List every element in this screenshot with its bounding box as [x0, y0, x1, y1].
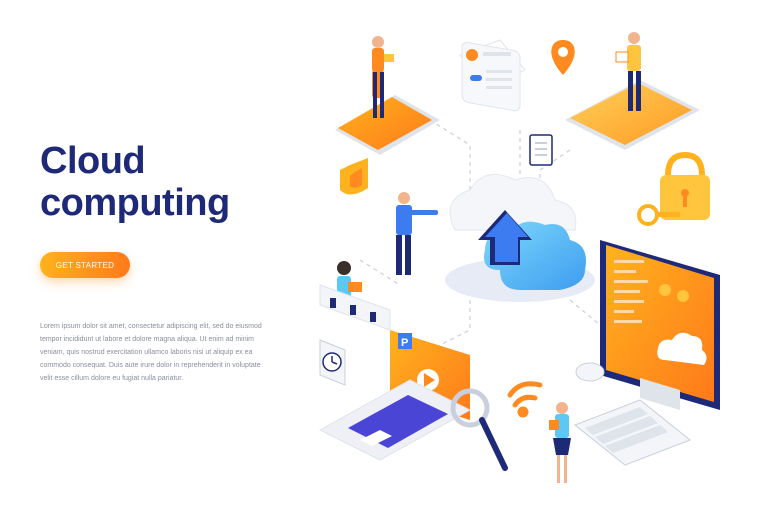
hero-text: Cloud computing — [40, 140, 280, 224]
body-line: Lorem ipsum dolor sit amet, consectetur … — [40, 323, 262, 330]
phone-left-top — [335, 95, 440, 155]
badge-letter: P — [401, 337, 408, 349]
title-line-2: computing — [40, 182, 230, 224]
play-icon — [417, 369, 439, 391]
shield-icon — [340, 158, 368, 195]
location-pin-icon — [551, 40, 575, 75]
title-line-1: Cloud — [40, 140, 146, 182]
body-line: commodo consequat. Duis aute irure dolor… — [40, 362, 261, 369]
cloud-upload-icon — [445, 173, 595, 302]
clock-icon — [319, 339, 346, 386]
get-started-button[interactable]: GET STARTED — [40, 252, 130, 278]
document-icon — [529, 134, 553, 166]
tablet-top-right — [565, 80, 700, 150]
monitor — [600, 240, 720, 410]
key-icon — [637, 204, 680, 226]
magnifier-icon — [450, 388, 508, 471]
mouse-icon — [575, 362, 605, 382]
person-standing-top — [372, 36, 394, 118]
page-title: Cloud computing — [40, 140, 280, 224]
person-pointing — [396, 192, 438, 275]
laptop — [318, 379, 472, 461]
body-line: velit esse cillum dolore eu fugiat nulla… — [40, 375, 184, 382]
padlock-icon — [660, 151, 710, 220]
isometric-illustration: P — [318, 32, 720, 483]
body-line: veniam, quis nostrud exercitation ullamc… — [40, 349, 253, 356]
app-card — [459, 39, 526, 112]
person-with-tablet — [549, 402, 571, 483]
body-line: tempor incididunt ut labore et dolore ma… — [40, 336, 255, 343]
person-on-tablet — [615, 32, 641, 111]
wifi-icon — [507, 381, 543, 418]
keyboard — [574, 399, 691, 466]
body-paragraph: Lorem ipsum dolor sit amet, consectetur … — [40, 320, 280, 385]
